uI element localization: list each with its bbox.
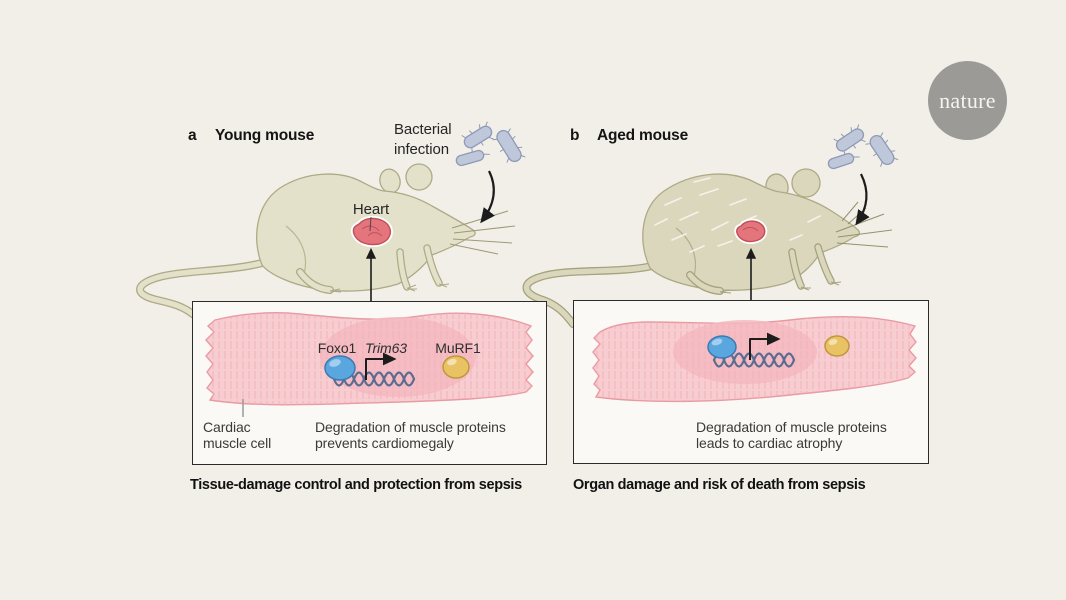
panel-title-a: Young mouse [215,127,315,144]
aged-mouse-fur-streaks [654,177,821,253]
infection-arrow-b [855,173,870,226]
bacteria-icon-b [827,124,899,170]
young-mouse-whiskers [449,210,516,255]
nature-logo-text: nature [939,87,996,113]
panel-label-a: a [188,127,197,144]
cardiac-muscle-cell-label: Cardiac muscle cell [203,419,272,451]
murf1-label: MuRF1 [435,340,481,356]
cardiac-muscle-cell-line1: Cardiac [203,419,251,435]
panel-title-b: Aged mouse [597,127,689,144]
young-mouse-ears [379,163,433,194]
bacterial-infection-label: Bacterial infection [394,120,452,159]
cardiac-muscle-cell-line2: muscle cell [203,434,272,451]
bacterial-infection-line2: infection [394,140,449,158]
heart-label: Heart [352,201,390,218]
caption-b: Organ damage and risk of death from seps… [573,477,866,493]
bacterial-infection-line1: Bacterial [394,121,452,138]
degradation-text-a: Degradation of muscle proteins prevents … [315,419,506,451]
young-mouse-body [256,173,476,292]
nature-logo: nature [928,61,1007,140]
young-mouse [136,163,516,319]
heart-icon-a [350,216,393,247]
aged-mouse-body [642,173,861,291]
degradation-text-b: Degradation of muscle proteins leads to … [696,419,887,451]
infection-arrow-a [480,170,495,224]
young-mouse-legs [296,244,450,294]
aged-mouse-legs [686,243,842,295]
aged-mouse-whiskers [835,201,893,248]
degradation-text-a-line2: prevents cardiomegaly [315,434,454,451]
young-mouse-thigh-line [285,225,307,281]
degradation-text-a-line1: Degradation of muscle proteins [315,419,506,435]
degradation-text-b-line2: leads to cardiac atrophy [696,434,843,451]
bacteria-icon-a [455,121,526,167]
aged-mouse-thigh-line [675,227,697,283]
heart-icon-b [734,218,768,244]
degradation-text-b-line1: Degradation of muscle proteins [696,419,887,435]
aged-mouse-ears [765,168,821,201]
caption-a: Tissue-damage control and protection fro… [190,477,522,493]
panel-label-b: b [570,127,580,144]
trim63-label: Trim63 [365,340,407,356]
